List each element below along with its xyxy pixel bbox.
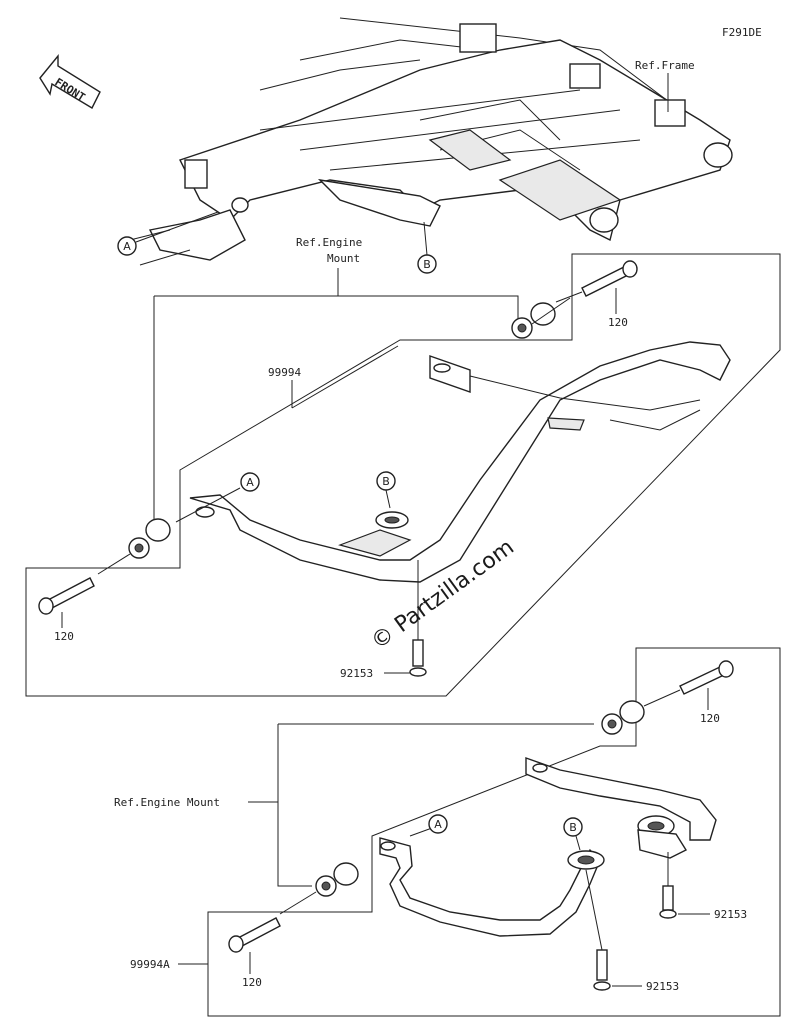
collar-upper-left	[97, 518, 171, 575]
part-label-120-b: 120	[54, 630, 74, 643]
ref-frame-label: Ref.Frame	[635, 59, 695, 72]
collar-lower-right	[601, 689, 681, 735]
ref-engine-mount-lower: Ref.Engine Mount	[114, 796, 220, 809]
part-label-92153-c: 92153	[646, 980, 679, 993]
part-label-120-d: 120	[242, 976, 262, 989]
ref-engine-mount-upper-line1: Ref.Engine	[296, 236, 362, 249]
bolt-120-upper-left	[38, 577, 95, 615]
front-arrow-icon: FRONT	[39, 54, 101, 109]
callout-a-lower: A	[409, 814, 448, 837]
bolt-120-upper-right	[555, 260, 638, 303]
part-label-99994: 99994	[268, 366, 301, 379]
collar-lower-left	[279, 862, 359, 915]
part-label-120-c: 120	[700, 712, 720, 725]
collar-upper-right	[511, 297, 571, 339]
screw-92153-lower-middle	[585, 869, 611, 991]
part-label-92153-b: 92153	[714, 908, 747, 921]
diagram-code: F291DE	[722, 26, 762, 39]
svg-text:B: B	[569, 821, 577, 834]
part-label-120-a: 120	[608, 316, 628, 329]
screw-92153-lower-right	[659, 852, 677, 919]
screw-92153-upper	[409, 560, 427, 677]
svg-text:A: A	[246, 476, 254, 489]
svg-text:A: A	[434, 818, 442, 831]
callout-b-top: B	[417, 221, 437, 274]
callout-b-lower: B	[563, 817, 583, 851]
svg-text:A: A	[123, 240, 131, 253]
frame-illustration	[129, 17, 733, 266]
svg-text:B: B	[423, 258, 431, 271]
bolt-120-lower-right	[679, 660, 734, 695]
part-label-92153-a: 92153	[340, 667, 373, 680]
guard-upper-99994	[189, 341, 731, 583]
bolt-120-lower-left	[228, 917, 281, 953]
svg-text:B: B	[382, 475, 390, 488]
guard-lower-99994A	[379, 757, 717, 937]
part-label-99994A: 99994A	[130, 958, 170, 971]
callout-a-top: A	[117, 211, 219, 256]
ref-engine-mount-upper-line2: Mount	[327, 252, 360, 265]
callout-b-upper: B	[376, 471, 396, 509]
callout-a-upper: A	[175, 472, 260, 523]
